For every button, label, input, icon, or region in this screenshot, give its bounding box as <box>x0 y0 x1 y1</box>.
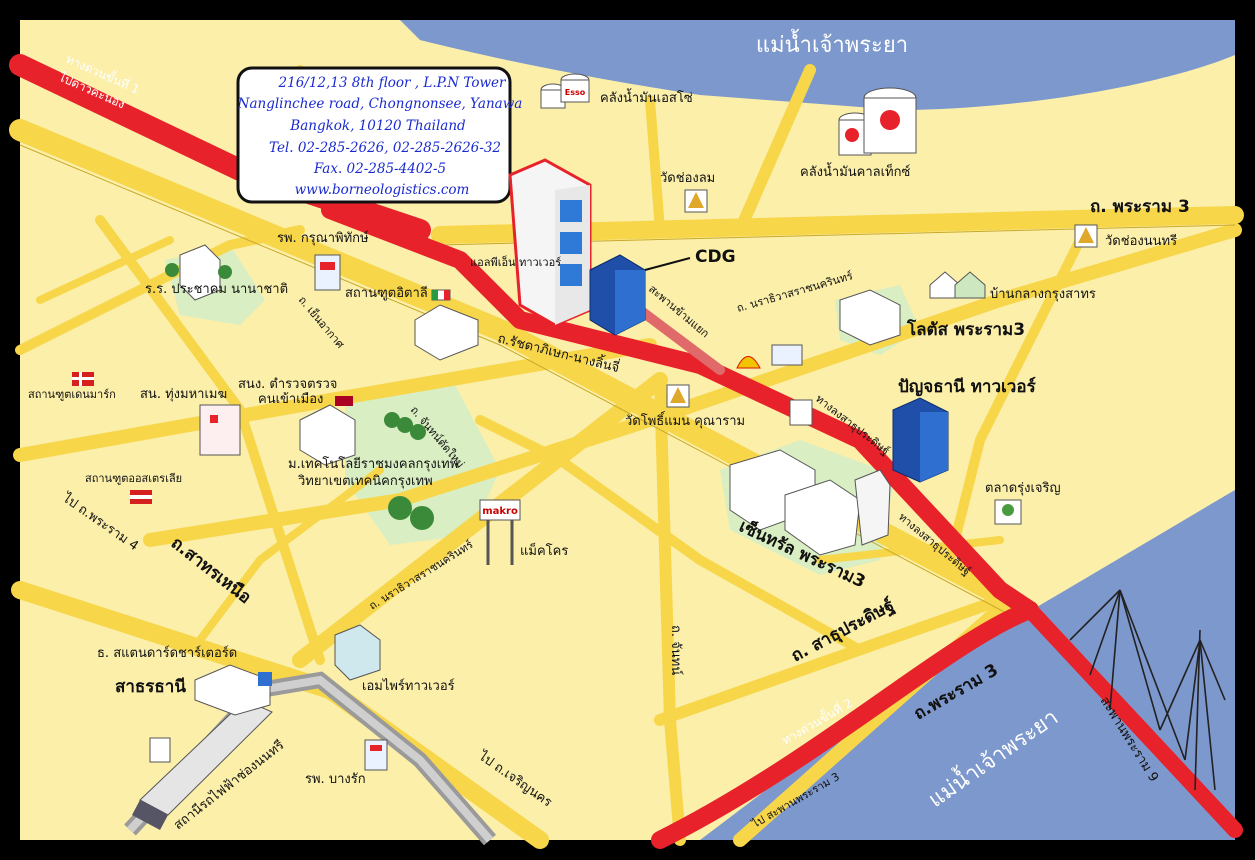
place-label-empire: เอมไพร์ทาวเวอร์ <box>362 678 455 694</box>
bangrak-hospital-building <box>364 739 388 771</box>
lotus-building <box>839 289 901 346</box>
svg-text:makro: makro <box>482 506 518 517</box>
rama9-bridge <box>1069 589 1226 791</box>
shell-icon <box>736 356 761 369</box>
road-label-chan: ถ. จันทน์ <box>668 625 684 675</box>
address-line-1: 216/12,13 8th floor , L.P.N Tower <box>278 75 507 91</box>
place-label-wat-phosaen: วัดโพธิ์แมน คุณาราม <box>625 411 745 429</box>
cdg-building <box>589 254 691 336</box>
place-label-market: ตลาดรุ่งเจริญ <box>985 481 1061 496</box>
address-line-6: www.borneologistics.com <box>295 182 470 198</box>
place-label-makro: แม็คโคร <box>520 541 568 559</box>
place-label-immigration-1: สนง. ตำรวจตรวจ <box>238 377 337 392</box>
address-box: 216/12,13 8th floor , L.P.N Tower Nangli… <box>236 66 523 204</box>
temple-icon-chong-lom <box>684 189 708 213</box>
esso-tanks: Esso <box>540 73 590 109</box>
house-icon <box>929 271 986 299</box>
central-building <box>729 449 891 556</box>
place-label-immigration-2: คนเข้าเมือง <box>258 391 323 407</box>
bts-sign <box>149 737 171 763</box>
central-sign <box>771 344 813 426</box>
address-line-4: Tel. 02-285-2626, 02-285-2626-32 <box>269 140 501 156</box>
svg-text:Esso: Esso <box>565 88 586 97</box>
lpn-tower-building <box>508 158 592 327</box>
place-label-sathorn-tani: สาธรธานี <box>115 676 186 697</box>
hospital-karuna-building <box>314 254 341 291</box>
river-label-top: แม่น้ำเจ้าพระยา <box>756 29 908 58</box>
place-label-lpn: แอลพีเอ็น ทาวเวอร์ <box>470 255 561 269</box>
place-label-esso: คลังน้ำมันเอสโซ่ <box>600 88 693 106</box>
place-label-denmark: สถานฑูตเดนมาร์ก <box>28 388 116 401</box>
place-label-ban-klang: บ้านกลางกรุงสาทร <box>990 287 1096 302</box>
place-label-school: ร.ร. ประชาคม นานาชาติ <box>145 282 288 297</box>
address-line-5: Fax. 02-285-4402-5 <box>313 161 446 177</box>
bts-train <box>132 699 273 830</box>
italy-embassy-building <box>414 289 479 361</box>
place-label-lotus: โลตัส พระราม3 <box>906 319 1025 340</box>
temple-icon-phosaen <box>666 384 690 408</box>
immigration-building <box>299 396 356 466</box>
market-icon <box>994 499 1022 525</box>
police-building <box>199 404 241 456</box>
place-label-austria: สถานฑูตออสเตรเลีย <box>85 472 182 485</box>
temple-icon-chong-nonsi <box>1074 224 1098 248</box>
place-label-karuna: รพ. กรุณาพิทักษ์ <box>277 230 369 246</box>
denmark-flag <box>72 372 94 386</box>
place-label-rmut-2: วิทยาเขตเทคนิคกรุงเทพ <box>297 474 432 489</box>
place-label-thung: สน. ทุ่งมหาเมฆ <box>140 387 227 402</box>
place-label-wat-chong-nonsi: วัดช่องนนทรี <box>1105 233 1177 249</box>
river-top <box>400 20 1235 110</box>
address-line-3: Bangkok, 10120 Thailand <box>289 118 466 134</box>
caltex-tanks <box>838 87 917 156</box>
panya-building <box>892 397 949 483</box>
road-label-rama3-top: ถ. พระราม 3 <box>1090 197 1190 217</box>
place-label-standard: ธ. สแตนดาร์ดชาร์เตอร์ด <box>97 645 237 661</box>
cdg-label: CDG <box>695 247 736 267</box>
place-label-panya: ปัญจธานี ทาวเวอร์ <box>898 376 1037 397</box>
address-line-2: Nanglinchee road, Chongnonsee, Yanawa <box>237 96 523 112</box>
austria-flag <box>130 490 152 504</box>
sathorn-tani-building <box>194 664 272 716</box>
makro-sign: makro <box>479 499 521 565</box>
place-label-italy: สถานฑูตอิตาลี <box>345 285 428 301</box>
empire-building <box>334 624 381 681</box>
place-label-bangrak: รพ. บางรัก <box>305 772 366 787</box>
rmut-trees <box>384 412 434 530</box>
school-building <box>165 244 232 301</box>
place-label-wat-chong-lom: วัดช่องลม <box>660 171 715 186</box>
place-label-caltex: คลังน้ำมันคาลเท็กซ์ <box>800 162 910 180</box>
place-label-rmut-1: ม.เทคโนโลยีราชมงคลกรุงเทพ <box>288 456 458 472</box>
